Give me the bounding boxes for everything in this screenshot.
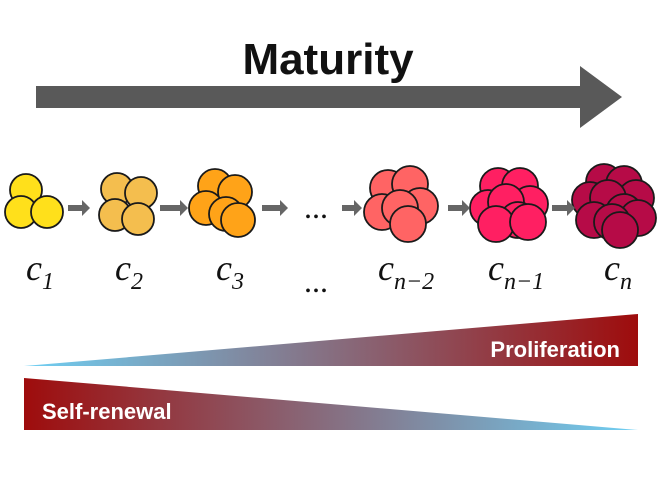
cell-cluster-1 — [4, 173, 64, 229]
cell-cluster-3 — [188, 168, 256, 238]
stage-arrow-4 — [342, 200, 362, 216]
cell — [389, 205, 427, 243]
cell-cluster-5 — [469, 167, 549, 243]
stage-label-6: cn — [604, 248, 632, 295]
ellipsis-labels: ... — [304, 263, 328, 299]
stage-arrows — [68, 200, 575, 216]
proliferation-label: Proliferation — [490, 337, 620, 362]
stage-arrow-1 — [68, 200, 90, 216]
self-renewal-label: Self-renewal — [42, 399, 172, 424]
cell — [121, 202, 155, 236]
cell-cluster-2 — [98, 172, 158, 236]
cell — [477, 205, 515, 243]
proliferation-wedge — [24, 314, 638, 366]
ellipsis-row: ... — [304, 189, 328, 225]
stage-arrow-3 — [262, 200, 288, 216]
stage-arrow-2 — [160, 200, 188, 216]
stage-labels: c1 c2 c3 cn−2 cn−1 cn — [26, 248, 632, 295]
maturity-title: Maturity — [242, 35, 414, 84]
maturity-arrow — [36, 66, 622, 128]
self-renewal-wedge — [24, 378, 638, 430]
stage-label-5: cn−1 — [488, 248, 544, 295]
stage-label-4: cn−2 — [378, 248, 434, 295]
stage-label-2: c2 — [115, 248, 143, 295]
cell-cluster-6 — [571, 163, 657, 249]
cell — [509, 203, 547, 241]
cell — [601, 211, 639, 249]
stage-label-1: c1 — [26, 248, 54, 295]
stage-label-3: c3 — [216, 248, 244, 295]
stage-arrow-6 — [552, 200, 575, 216]
cell-clusters — [4, 163, 657, 249]
cell-cluster-4 — [363, 165, 439, 243]
cell — [220, 202, 256, 238]
cell — [30, 195, 64, 229]
stage-arrow-5 — [448, 200, 470, 216]
